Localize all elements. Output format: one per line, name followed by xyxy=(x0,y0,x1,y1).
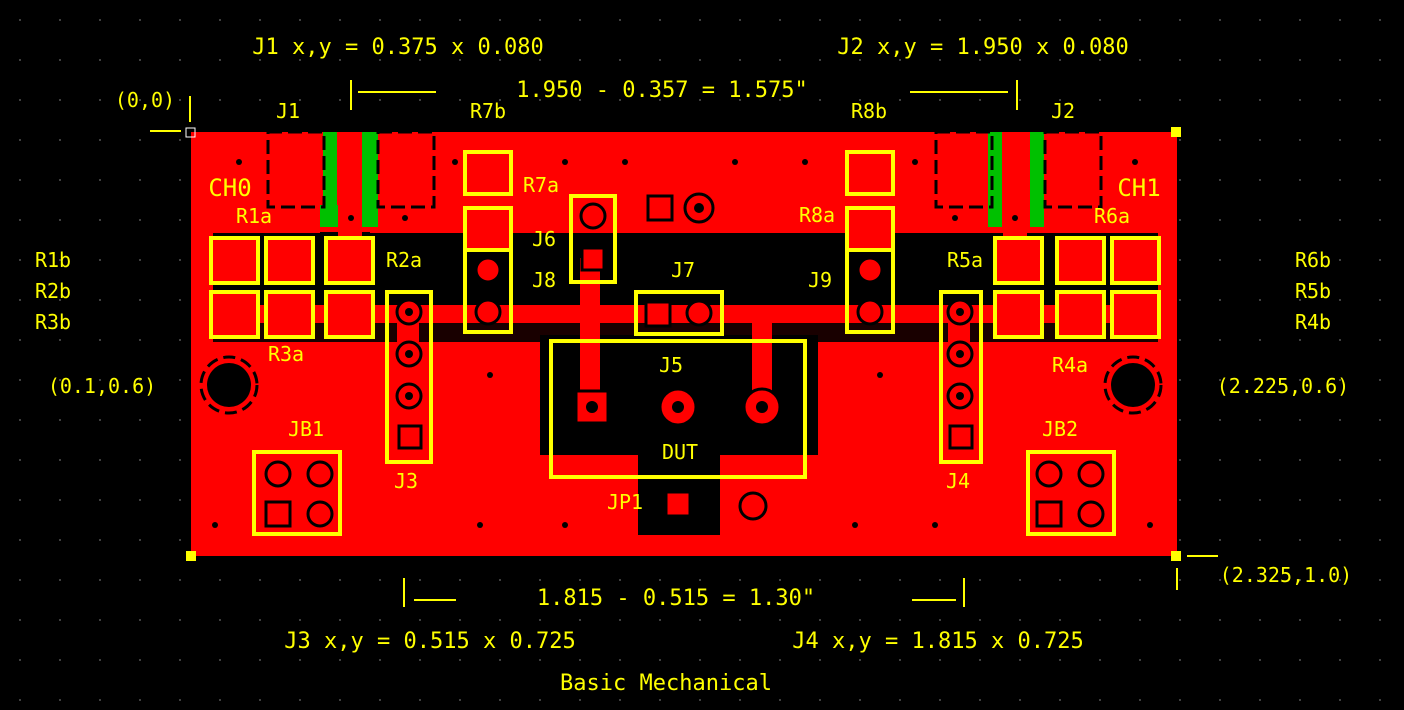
label-r4b: R4b xyxy=(1295,310,1331,334)
j4-coordinate: J4 x,y = 1.815 x 0.725 xyxy=(792,629,1083,654)
label-r4a: R4a xyxy=(1052,353,1088,377)
corner-markers xyxy=(185,127,1181,561)
top-span-dimension: 1.950 - 0.357 = 1.575" xyxy=(516,78,807,103)
label-r8b: R8b xyxy=(851,99,887,123)
header-footprints xyxy=(252,194,1116,536)
label-r2a: R2a xyxy=(386,248,422,272)
label-r1a: R1a xyxy=(236,204,272,228)
label-j4: J4 xyxy=(946,469,970,493)
label-r3a: R3a xyxy=(268,342,304,366)
label-r3b: R3b xyxy=(35,310,71,334)
signal-traces xyxy=(213,132,1158,410)
j1-coordinate: J1 x,y = 0.375 x 0.080 xyxy=(252,35,543,60)
label-r7a: R7a xyxy=(523,173,559,197)
label-ch0: CH0 xyxy=(208,174,251,202)
drawing-title: Basic Mechanical xyxy=(560,671,772,696)
text-labels: J1 x,y = 0.375 x 0.080 J2 x,y = 1.950 x … xyxy=(35,35,1352,696)
label-r2b: R2b xyxy=(35,279,71,303)
sma-paste xyxy=(320,132,1044,227)
origin-coordinate: (0,0) xyxy=(115,88,175,112)
label-r8a: R8a xyxy=(799,203,835,227)
right-hole-coordinate: (2.225,0.6) xyxy=(1217,374,1349,398)
label-r6b: R6b xyxy=(1295,248,1331,272)
resistor-pads xyxy=(209,150,1161,339)
mounting-holes xyxy=(199,355,1163,415)
j2-coordinate: J2 x,y = 1.950 x 0.080 xyxy=(837,35,1128,60)
label-jb1: JB1 xyxy=(288,417,324,441)
label-j8: J8 xyxy=(532,268,556,292)
label-j1: J1 xyxy=(276,99,300,123)
label-j9: J9 xyxy=(808,268,832,292)
label-j3: J3 xyxy=(394,469,418,493)
corner-coordinate: (2.325,1.0) xyxy=(1220,563,1352,587)
j3-coordinate: J3 x,y = 0.515 x 0.725 xyxy=(284,629,575,654)
label-jb2: JB2 xyxy=(1042,417,1078,441)
label-dut: DUT xyxy=(662,440,698,464)
label-r5a: R5a xyxy=(947,248,983,272)
label-j7: J7 xyxy=(671,258,695,282)
label-j5: J5 xyxy=(659,353,683,377)
label-ch1: CH1 xyxy=(1117,174,1160,202)
sma-footprints xyxy=(266,130,1103,209)
label-r1b: R1b xyxy=(35,248,71,272)
label-j6: J6 xyxy=(532,227,556,251)
label-j2: J2 xyxy=(1051,99,1075,123)
left-hole-coordinate: (0.1,0.6) xyxy=(48,374,156,398)
dimension-lines xyxy=(150,80,1218,607)
through-hole-pads xyxy=(264,192,1105,528)
label-r6a: R6a xyxy=(1094,204,1130,228)
vias xyxy=(212,159,1153,528)
label-r5b: R5b xyxy=(1295,279,1331,303)
bottom-span-dimension: 1.815 - 0.515 = 1.30" xyxy=(537,586,815,611)
label-r7b: R7b xyxy=(470,99,506,123)
label-jp1: JP1 xyxy=(607,490,643,514)
